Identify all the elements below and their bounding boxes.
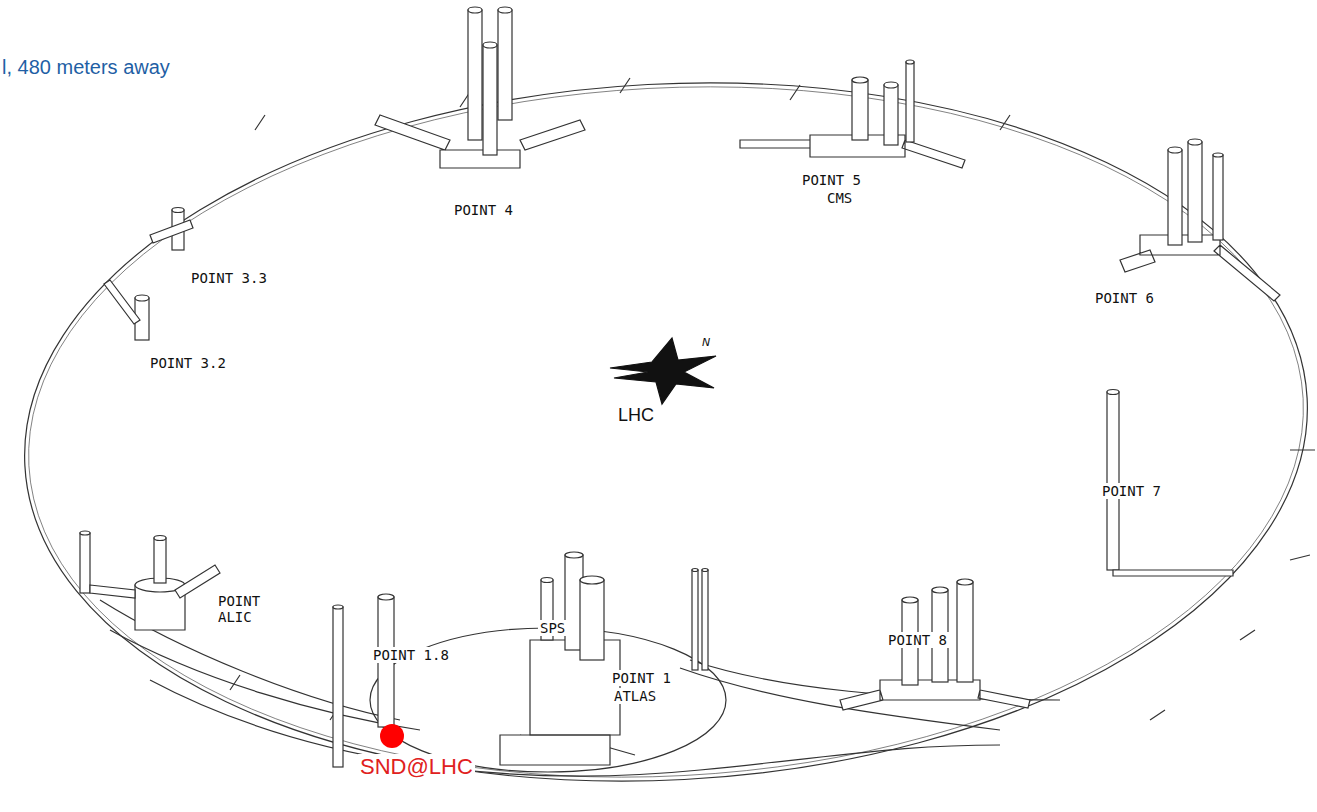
point-label: POINT 4 — [452, 202, 515, 218]
point-label: POINT 3.2 — [148, 355, 228, 371]
point-label: POINT 7 — [1100, 483, 1163, 499]
point-label: POINT ALIC — [216, 593, 276, 625]
site-note: l, 480 meters away — [0, 56, 172, 79]
experiment-label: CMS — [825, 190, 854, 206]
experiment-label: ATLAS — [612, 688, 658, 704]
detector-label: SND@LHC — [358, 754, 475, 780]
north-label: N — [700, 336, 712, 349]
point-label: POINT 1 — [610, 670, 673, 686]
point-label: POINT 1.8 — [371, 647, 451, 663]
point-label: POINT 5 — [800, 172, 863, 188]
point-label: POINT 8 — [886, 632, 949, 648]
ring-label: LHC — [616, 405, 656, 426]
point-label: POINT 3.3 — [189, 270, 269, 286]
ring-label: SPS — [538, 620, 567, 636]
point-label: POINT 6 — [1093, 290, 1156, 306]
